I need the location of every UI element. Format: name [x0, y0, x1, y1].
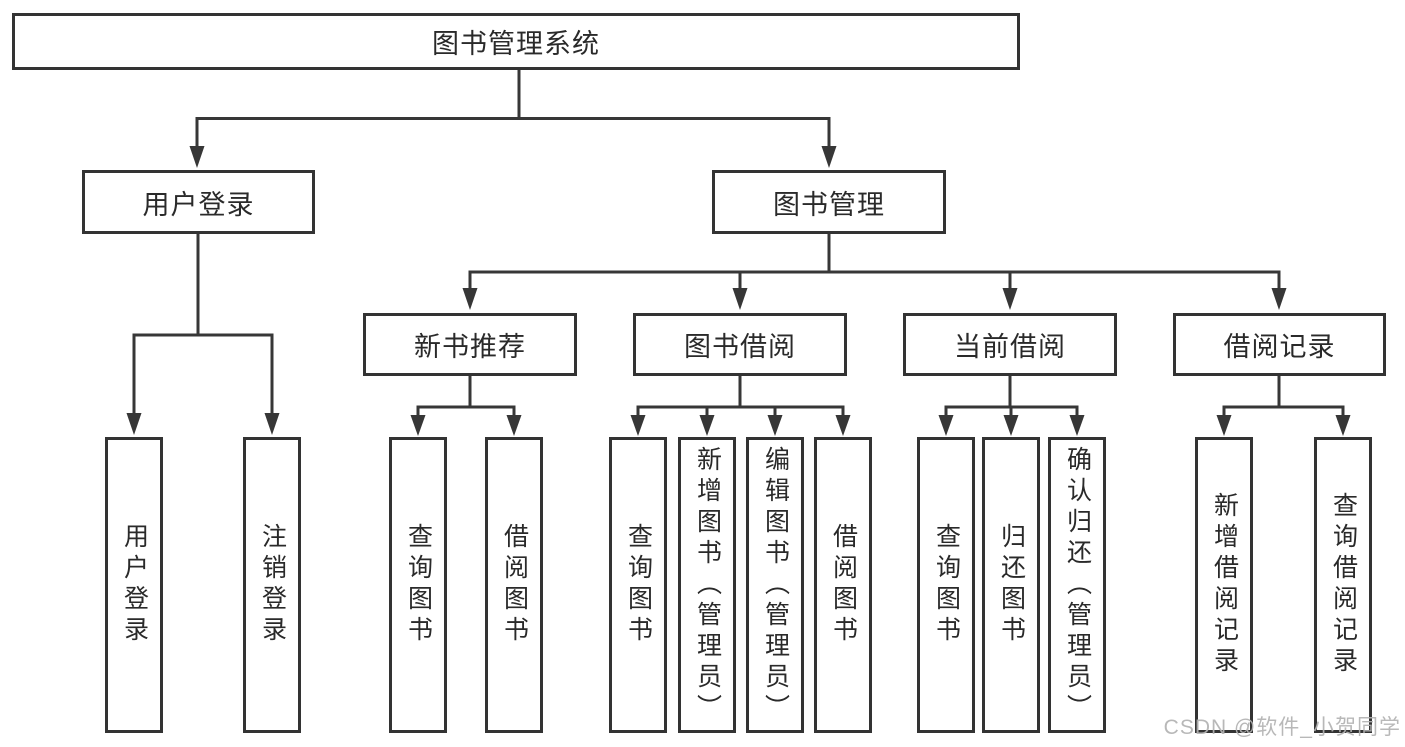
leaf-borrow-books-recommend: 借阅图书 [485, 437, 543, 733]
leaf-query-books-borrow: 查询图书 [609, 437, 667, 733]
leaf-borrow-books-recommend-label: 借阅图书 [500, 523, 529, 647]
leaf-borrow-books: 借阅图书 [814, 437, 872, 733]
node-borrow-records: 借阅记录 [1173, 313, 1386, 376]
leaf-edit-books-admin-label: 编辑图书（管理员） [761, 445, 790, 725]
leaf-confirm-return-admin-label: 确认归还（管理员） [1063, 445, 1092, 725]
connector-book-management-to-level3 [462, 234, 1287, 310]
connector-root-to-level2 [189, 70, 837, 168]
leaf-query-books-current: 查询图书 [917, 437, 975, 733]
leaf-return-books-label: 归还图书 [997, 523, 1026, 647]
connector-book-borrow-to-leaves [630, 376, 851, 436]
node-current-borrow: 当前借阅 [903, 313, 1117, 376]
connector-user-login-to-leaves [126, 234, 280, 435]
leaf-add-books-admin-label: 新增图书（管理员） [693, 445, 722, 725]
node-user-login: 用户登录 [82, 170, 315, 234]
leaf-query-books-recommend-label: 查询图书 [404, 523, 433, 647]
leaf-user-login-label: 用户登录 [120, 523, 149, 647]
leaf-logout-login-label: 注销登录 [258, 523, 287, 647]
node-new-book-recommend: 新书推荐 [363, 313, 577, 376]
node-library-management-system: 图书管理系统 [12, 13, 1020, 70]
leaf-return-books: 归还图书 [982, 437, 1040, 733]
leaf-query-books-current-label: 查询图书 [932, 523, 961, 647]
leaf-query-borrow-record-label: 查询借阅记录 [1329, 492, 1358, 678]
leaf-user-login: 用户登录 [105, 437, 163, 733]
leaf-query-borrow-record: 查询借阅记录 [1314, 437, 1372, 733]
connector-current-borrow-to-leaves [938, 376, 1085, 436]
connector-new-book-recommend-to-leaves [410, 376, 522, 436]
leaf-add-borrow-record-label: 新增借阅记录 [1210, 492, 1239, 678]
node-book-borrow: 图书借阅 [633, 313, 847, 376]
leaf-add-books-admin: 新增图书（管理员） [678, 437, 736, 733]
connector-borrow-records-to-leaves [1216, 376, 1351, 436]
leaf-confirm-return-admin: 确认归还（管理员） [1048, 437, 1106, 733]
leaf-add-borrow-record: 新增借阅记录 [1195, 437, 1253, 733]
leaf-query-books-borrow-label: 查询图书 [624, 523, 653, 647]
leaf-borrow-books-label: 借阅图书 [829, 523, 858, 647]
leaf-query-books-recommend: 查询图书 [389, 437, 447, 733]
leaf-logout-login: 注销登录 [243, 437, 301, 733]
leaf-edit-books-admin: 编辑图书（管理员） [746, 437, 804, 733]
watermark: CSDN @软件_小贺同学 [1163, 716, 1401, 739]
node-book-management: 图书管理 [712, 170, 946, 234]
